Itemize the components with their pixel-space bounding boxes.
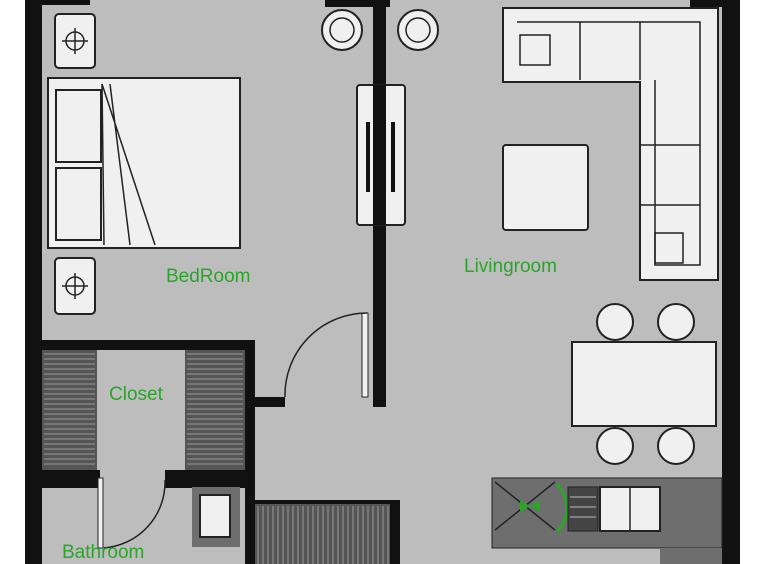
ceiling-fan-icon: [397, 9, 439, 51]
room-label-bedroom: BedRoom: [166, 266, 251, 287]
nightstand-top: [54, 13, 96, 69]
bed: [47, 77, 241, 249]
bathroom-sink: [192, 487, 240, 547]
stairs: [255, 500, 400, 564]
interior-wall: [42, 340, 255, 350]
bathroom-door[interactable]: [97, 477, 166, 549]
top-wall-segment: [42, 0, 90, 5]
wall-panel: [356, 84, 406, 226]
nightstand-bottom: [54, 257, 96, 315]
outer-wall-right: [722, 0, 740, 564]
outer-wall-left: [25, 0, 42, 564]
closet-shelf-right: [185, 350, 245, 470]
room-label-livingroom: Livingroom: [464, 256, 557, 277]
closet-shelf-left: [42, 350, 97, 470]
room-label-closet: Closet: [109, 384, 164, 405]
interior-wall: [245, 397, 285, 407]
room-label-bathroom: Bathroom: [62, 542, 144, 563]
top-wall-segment: [325, 0, 390, 7]
top-wall-segment: [690, 0, 730, 7]
dining-set: [571, 303, 717, 465]
sectional-sofa: [502, 7, 719, 281]
bedroom-door[interactable]: [284, 312, 369, 398]
coffee-table: [502, 144, 589, 231]
interior-wall: [42, 470, 100, 488]
ceiling-fan-icon: [321, 9, 363, 51]
interior-wall: [245, 340, 255, 564]
interior-wall: [165, 470, 250, 488]
kitchen-counter: [491, 477, 723, 564]
